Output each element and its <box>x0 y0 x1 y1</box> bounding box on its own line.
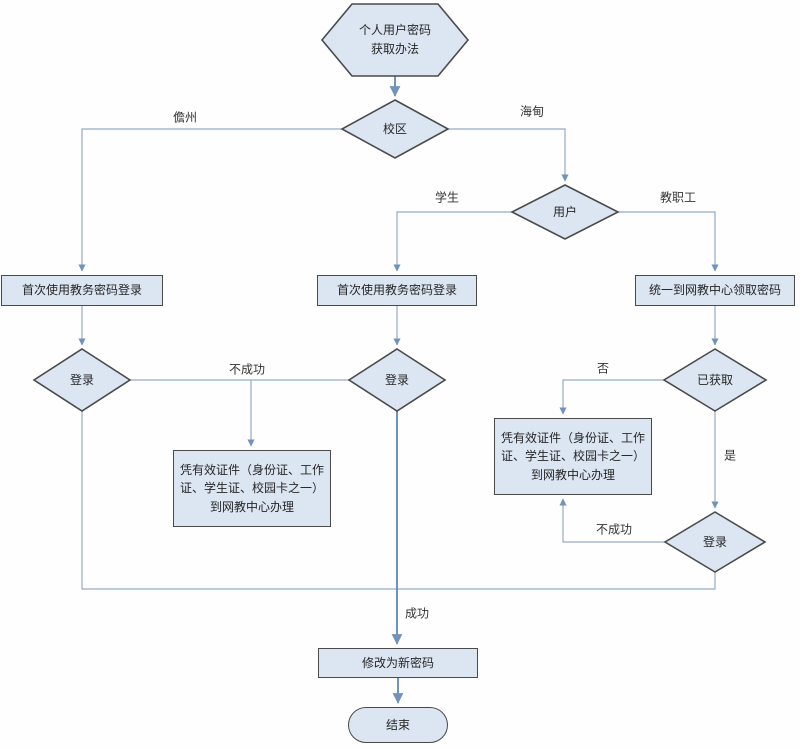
diamond-shape <box>340 99 450 159</box>
node-login-check-bottom-label: 登录 <box>702 534 727 549</box>
node-cert-right: 凭有效证件（身份证、工作证、学生证、校园卡之一）到网教中心办理 <box>494 418 652 495</box>
edge-label-yes: 是 <box>723 448 737 463</box>
node-change-password: 修改为新密码 <box>318 648 478 678</box>
edge-label-success: 成功 <box>404 606 430 621</box>
diamond-shape <box>662 348 768 412</box>
diamond-shape <box>663 511 767 573</box>
node-login-check-left: 登录 <box>32 348 132 412</box>
node-login-check-mid: 登录 <box>347 348 447 412</box>
edge-label-haidian: 海甸 <box>519 104 545 119</box>
edge-label-fail-left: 不成功 <box>228 362 266 377</box>
node-cert-left-label: 凭有效证件（身份证、工作证、学生证、校园卡之一）到网教中心办理 <box>179 462 324 514</box>
node-get-password: 统一到网教中心领取密码 <box>635 275 795 306</box>
node-login-check-mid-label: 登录 <box>384 372 409 387</box>
node-login-first-left-label: 首次使用教务密码登录 <box>21 283 142 298</box>
edge-label-danzhou: 儋州 <box>172 110 198 125</box>
node-cert-right-label: 凭有效证件（身份证、工作证、学生证、校园卡之一）到网教中心办理 <box>500 430 645 482</box>
node-user: 用户 <box>510 184 620 240</box>
diamond-shape <box>347 348 447 412</box>
node-login-first-mid: 首次使用教务密码登录 <box>317 275 477 306</box>
node-login-first-mid-label: 首次使用教务密码登录 <box>336 283 457 298</box>
node-change-password-label: 修改为新密码 <box>361 655 434 670</box>
node-obtained-check-label: 已获取 <box>696 372 733 387</box>
node-login-check-bottom: 登录 <box>663 511 767 573</box>
node-campus: 校区 <box>340 99 450 159</box>
node-end: 结束 <box>348 707 448 743</box>
node-start-label: 个人用户密码 获取办法 <box>358 23 431 56</box>
node-get-password-label: 统一到网教中心领取密码 <box>648 283 781 298</box>
edge-label-staff: 教职工 <box>659 190 697 205</box>
node-end-label: 结束 <box>385 717 410 732</box>
diamond-shape <box>510 184 620 240</box>
node-campus-label: 校区 <box>382 121 407 136</box>
node-login-first-left: 首次使用教务密码登录 <box>1 275 163 306</box>
edge-label-student: 学生 <box>434 190 460 205</box>
hexagon-shape <box>320 3 470 77</box>
edge-label-no: 否 <box>596 361 610 376</box>
edge-label-fail-right: 不成功 <box>595 522 633 537</box>
diamond-shape <box>32 348 132 412</box>
node-start: 个人用户密码 获取办法 <box>320 3 470 77</box>
node-login-check-left-label: 登录 <box>69 372 94 387</box>
node-cert-left: 凭有效证件（身份证、工作证、学生证、校园卡之一）到网教中心办理 <box>173 450 331 527</box>
node-obtained-check: 已获取 <box>662 348 768 412</box>
node-user-label: 用户 <box>552 204 577 219</box>
